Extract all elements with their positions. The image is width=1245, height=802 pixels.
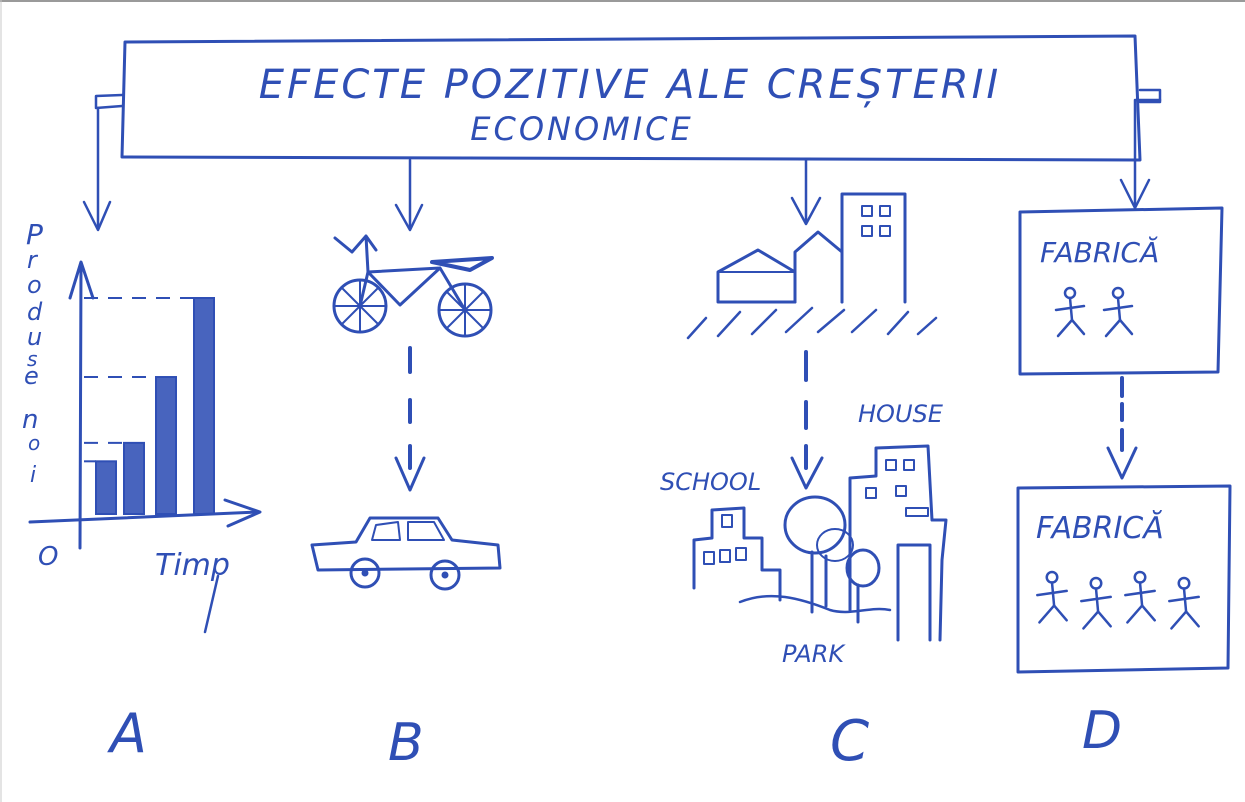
y-label-letter: e xyxy=(24,362,39,390)
y-label-letter: s xyxy=(27,347,37,371)
bicycle-icon xyxy=(332,234,494,338)
factory-label-top: FABRICĂ xyxy=(1040,235,1159,269)
dashed-arrow xyxy=(1106,376,1138,480)
dashed-arrow xyxy=(394,346,426,492)
title-line-1: EFECTE POZITIVE ALE CREȘTERII xyxy=(259,62,1001,108)
dashed-arrow xyxy=(790,350,824,490)
bar xyxy=(95,460,117,516)
worker-icon xyxy=(1168,576,1200,630)
park-label: PARK xyxy=(782,640,846,668)
car-icon xyxy=(310,516,502,591)
school-label: SCHOOL xyxy=(660,468,761,496)
x-axis xyxy=(28,510,260,524)
y-label-letter: n xyxy=(22,405,38,435)
y-label-letter: P xyxy=(26,218,43,251)
origin-label: O xyxy=(38,542,58,572)
connector-arrows xyxy=(82,98,1162,232)
caption-c: C xyxy=(830,709,869,774)
worker-icon xyxy=(1124,570,1156,624)
school-building-icon xyxy=(692,506,782,602)
worker-icon xyxy=(1054,286,1086,338)
y-axis-label: P r o d u s e n o i xyxy=(22,218,43,488)
workers-top xyxy=(1054,286,1134,338)
captions: A B C D xyxy=(107,701,1122,774)
title-box: EFECTE POZITIVE ALE CREȘTERII ECONOMICE xyxy=(94,34,1162,162)
y-label-letter: r xyxy=(27,246,39,274)
house-label: HOUSE xyxy=(858,400,944,428)
worker-icon xyxy=(1080,576,1112,630)
factory-box-large: FABRICĂ xyxy=(1016,484,1232,674)
y-label-letter: o xyxy=(28,431,40,455)
y-label-letter: o xyxy=(27,271,42,299)
dashed-guides xyxy=(84,297,194,463)
y-label-letter: d xyxy=(27,298,43,326)
bar xyxy=(155,376,177,515)
house-building-icon xyxy=(848,444,948,642)
factory-box-small: FABRICĂ xyxy=(1018,206,1224,376)
bar xyxy=(193,297,215,515)
workers-bottom xyxy=(1036,570,1200,630)
panel-d: FABRICĂ FABRICĂ xyxy=(1016,206,1232,674)
worker-icon xyxy=(1036,570,1068,624)
small-buildings-icon xyxy=(686,192,938,340)
caption-a: A xyxy=(107,702,147,765)
panel-c: SCHOOL HOUSE PARK xyxy=(660,192,948,668)
bars xyxy=(95,297,215,516)
title-line-2: ECONOMICE xyxy=(470,110,693,148)
caption-b: B xyxy=(388,713,424,773)
bar xyxy=(123,441,145,515)
panel-b xyxy=(310,234,502,591)
panel-a: P r o d u s e n o i O Timp xyxy=(22,218,262,634)
factory-label-bottom: FABRICĂ xyxy=(1036,510,1164,546)
caption-d: D xyxy=(1082,701,1122,761)
y-axis xyxy=(78,263,83,550)
y-label-letter: i xyxy=(30,463,36,488)
worker-icon xyxy=(1102,286,1134,338)
park-trees-icon xyxy=(738,495,892,624)
y-label-letter: u xyxy=(27,323,42,351)
